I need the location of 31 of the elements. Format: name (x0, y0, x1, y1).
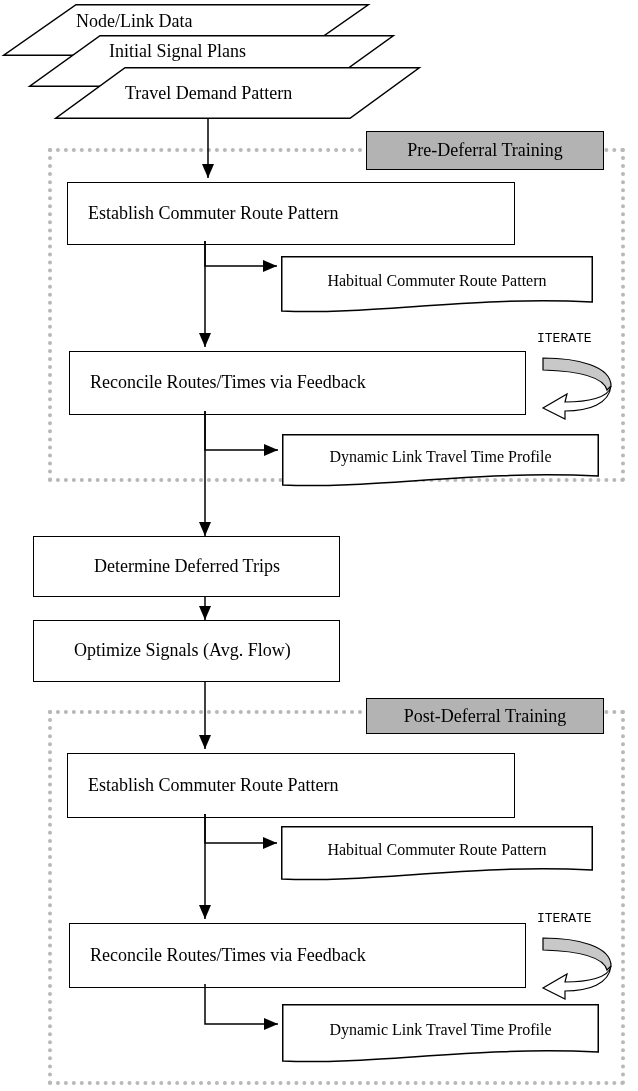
process-box (67, 753, 515, 818)
process-label: Establish Commuter Route Pattern (88, 774, 339, 797)
data-parallelogram (55, 67, 420, 119)
process-box (33, 536, 340, 597)
process-label: Determine Deferred Trips (94, 555, 280, 578)
process-label: Reconcile Routes/Times via Feedback (90, 372, 366, 394)
iterate-label: ITERATE (537, 911, 592, 926)
input-label: Initial Signal Plans (109, 41, 246, 63)
output-label: Dynamic Link Travel Time Profile (329, 1020, 552, 1040)
output-label: Habitual Commuter Route Pattern (327, 840, 547, 860)
group-title: Pre-Deferral Training (366, 131, 604, 170)
arrow (199, 681, 211, 750)
arrow (199, 596, 211, 621)
process-label: Establish Commuter Route Pattern (88, 202, 339, 225)
iterate-label: ITERATE (537, 331, 592, 346)
process-box (33, 620, 340, 682)
output-label: Dynamic Link Travel Time Profile (329, 447, 552, 467)
arrow (202, 118, 214, 179)
process-box (69, 351, 526, 415)
process-label: Reconcile Routes/Times via Feedback (90, 944, 366, 967)
arrow (199, 813, 211, 920)
process-box (67, 182, 515, 245)
group-title: Post-Deferral Training (366, 698, 604, 734)
process-label: Optimize Signals (Avg. Flow) (74, 640, 291, 662)
arrow (199, 240, 211, 348)
process-box (69, 923, 526, 988)
input-label: Travel Demand Pattern (125, 83, 293, 105)
arrow (204, 983, 279, 1030)
input-label: Node/Link Data (76, 11, 193, 33)
arrow (199, 410, 211, 537)
output-label: Habitual Commuter Route Pattern (327, 271, 547, 291)
